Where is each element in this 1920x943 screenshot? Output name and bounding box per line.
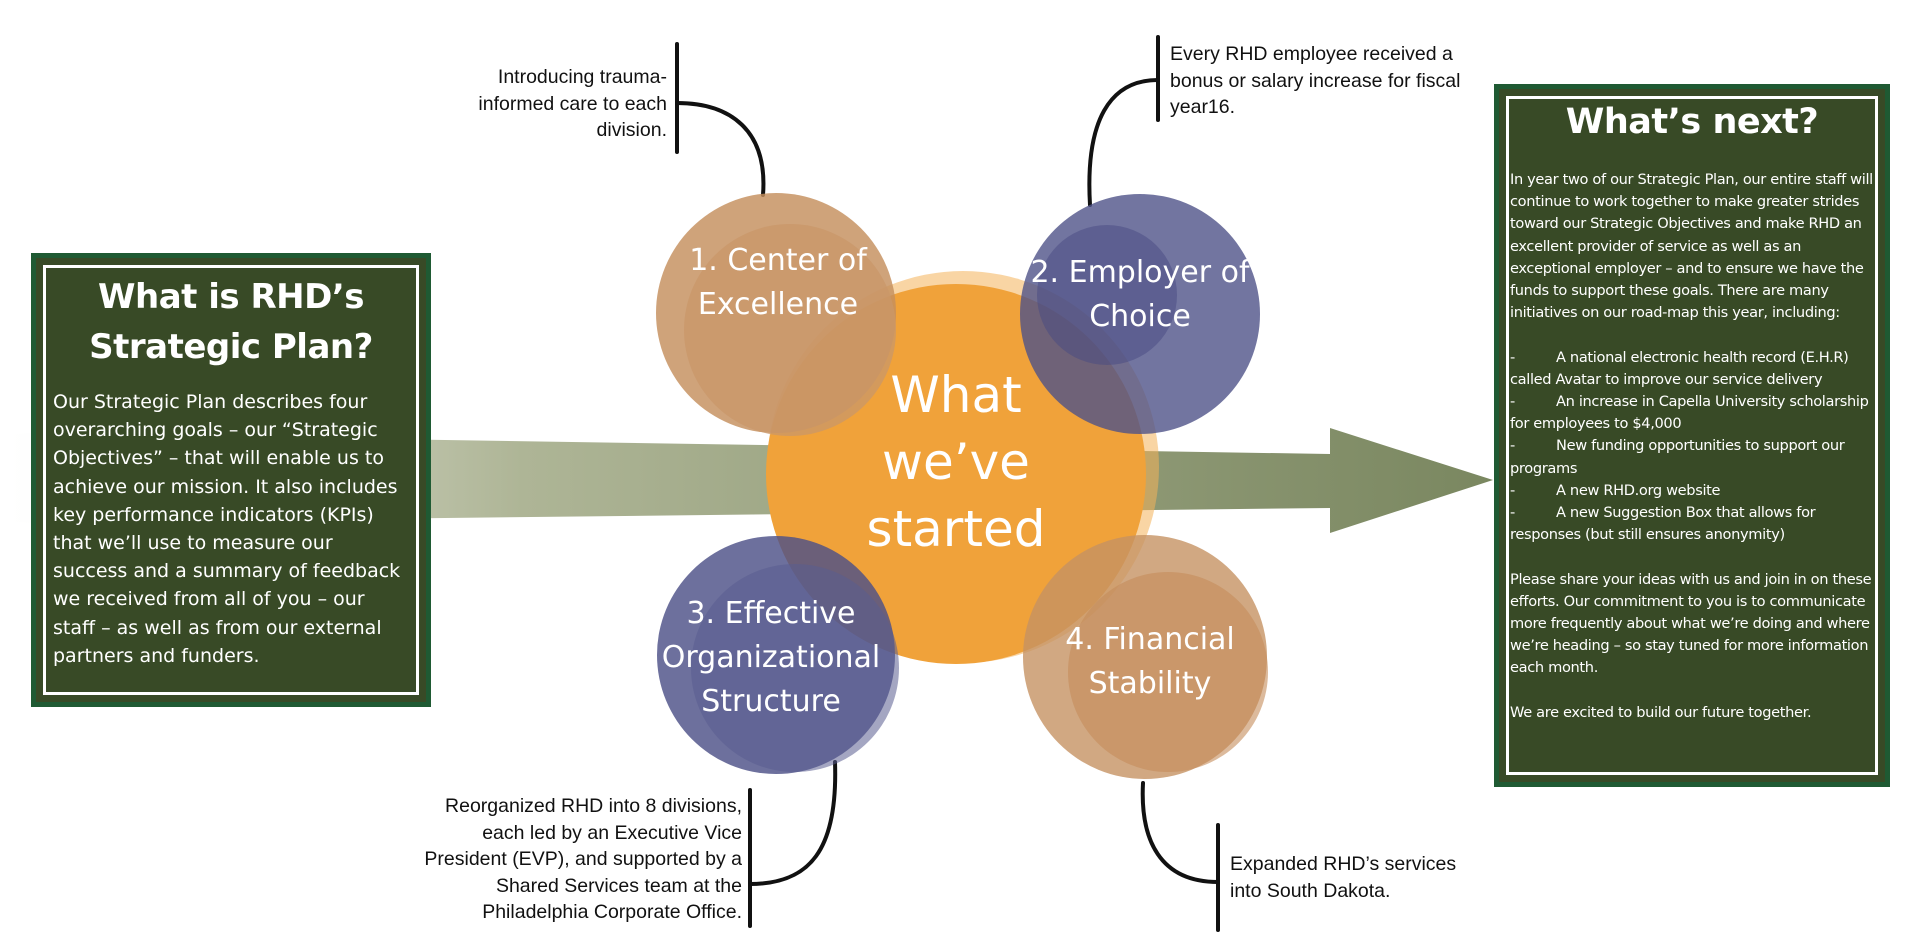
info-box-title: What is RHD’s Strategic Plan?	[89, 277, 373, 367]
initiative-item: -An increase in Capella University schol…	[1510, 391, 1879, 435]
initiative-text: New funding opportunities to support our…	[1510, 437, 1845, 477]
whats-next-body: In year two of our Strategic Plan, our e…	[1510, 169, 1879, 724]
initiative-marker: -	[1510, 348, 1515, 366]
initiative-item: -A new Suggestion Box that allows for re…	[1510, 502, 1879, 546]
info-box-frame	[43, 265, 419, 695]
whats-next-share: Please share your ideas with us and join…	[1510, 570, 1872, 677]
whats-next-box: What’s next? In year two of our Strategi…	[1494, 84, 1890, 787]
initiative-marker: -	[1510, 481, 1515, 499]
goal-2-label: 2. Employer of Choice	[1030, 255, 1250, 334]
center-label: What we’ve started	[866, 366, 1046, 558]
goal-4-label: 4. Financial Stability	[1065, 622, 1235, 701]
note-1-connector	[675, 101, 766, 197]
initiative-item: -New funding opportunities to support ou…	[1510, 435, 1879, 479]
info-box-body: Our Strategic Plan describes four overar…	[53, 391, 401, 667]
goal-3-label: 3. Effective Organizational Structure	[661, 596, 881, 719]
strategic-plan-info-box: What is RHD’s Strategic Plan? Our Strate…	[31, 253, 431, 707]
goal-3-note: Reorganized RHD into 8 divisions, each l…	[424, 795, 742, 923]
goal-circle-1	[656, 193, 896, 436]
initiative-marker: -	[1510, 393, 1515, 411]
note-2-connector	[1087, 78, 1160, 207]
initiative-list: -A national electronic health record (E.…	[1510, 347, 1879, 547]
initiative-marker: -	[1510, 504, 1515, 522]
initiative-text: An increase in Capella University schola…	[1510, 393, 1869, 433]
initiative-marker: -	[1510, 437, 1515, 455]
goal-2-note: Every RHD employee received a bonus or s…	[1170, 43, 1461, 118]
goal-circle-4	[1023, 535, 1268, 779]
initiative-item: - A new RHD.org website	[1510, 480, 1879, 502]
goal-4-note: Expanded RHD’s services into South Dakot…	[1230, 853, 1457, 902]
goal-circle-2	[1020, 194, 1260, 434]
whats-next-intro: In year two of our Strategic Plan, our e…	[1510, 171, 1873, 322]
initiative-item: -A national electronic health record (E.…	[1510, 347, 1879, 391]
note-3-connector	[748, 760, 838, 886]
whats-next-closing: We are excited to build our future toget…	[1510, 703, 1812, 721]
goal-1-note: Introducing trauma-informed care to each…	[478, 66, 667, 141]
initiative-text: A new Suggestion Box that allows for res…	[1510, 504, 1816, 544]
whats-next-title: What’s next?	[1565, 102, 1819, 142]
goal-1-label: 1. Center of Excellence	[689, 243, 867, 322]
initiative-text: A new RHD.org website	[1556, 481, 1721, 499]
initiative-text: A national electronic health record (E.H…	[1510, 348, 1849, 388]
goal-circle-3	[657, 536, 899, 774]
whats-next-frame	[1506, 96, 1878, 775]
note-4-connector	[1140, 781, 1220, 884]
